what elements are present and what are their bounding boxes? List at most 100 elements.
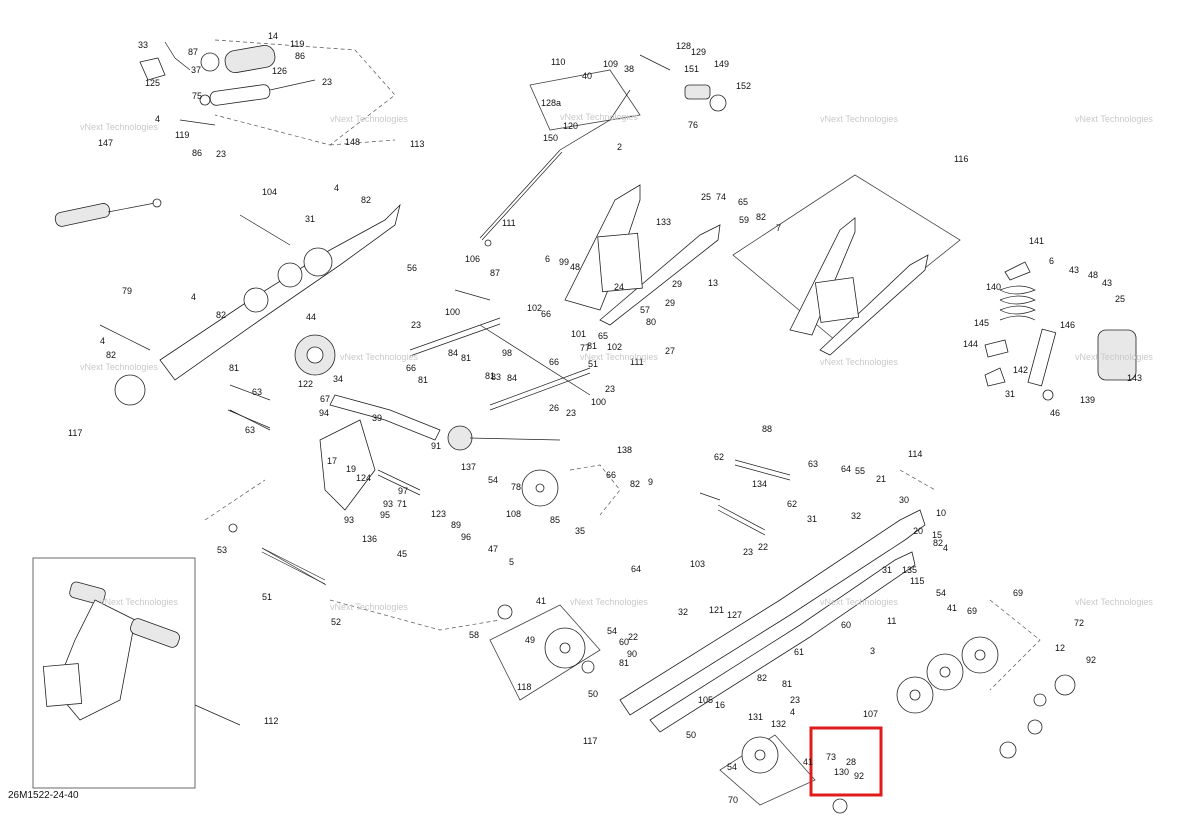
callout-127: 127 <box>727 610 742 620</box>
callout-104: 104 <box>262 187 277 197</box>
callout-115: 115 <box>910 576 924 586</box>
callout-130: 130 <box>834 767 849 777</box>
callout-136: 136 <box>362 534 377 544</box>
callout-38: 38 <box>624 64 634 74</box>
callout-81: 81 <box>461 353 471 363</box>
callout-17: 17 <box>327 456 337 466</box>
callout-51: 51 <box>588 359 598 369</box>
callout-43: 43 <box>1102 278 1112 288</box>
callout-23: 23 <box>566 408 576 418</box>
callout-23: 23 <box>322 77 332 87</box>
callout-35: 35 <box>575 526 585 536</box>
callout-37: 37 <box>191 65 201 75</box>
callout-110: 110 <box>551 57 565 67</box>
callout-58: 58 <box>469 630 479 640</box>
callout-32: 32 <box>678 607 688 617</box>
callout-138: 138 <box>617 445 632 455</box>
callout-152: 152 <box>736 81 751 91</box>
callout-124: 124 <box>356 473 371 483</box>
callout-151: 151 <box>684 64 699 74</box>
callout-59: 59 <box>739 215 749 225</box>
callout-61: 61 <box>794 647 804 657</box>
callout-15: 15 <box>932 530 942 540</box>
callout-66: 66 <box>406 363 416 373</box>
callout-111: 111 <box>630 357 644 367</box>
callout-99: 99 <box>559 257 569 267</box>
callout-48: 48 <box>570 262 580 272</box>
idler-wheels <box>497 604 1076 814</box>
callout-7: 7 <box>776 223 781 233</box>
callout-97: 97 <box>398 486 408 496</box>
callout-39: 39 <box>372 413 382 423</box>
highlight-box <box>809 726 883 797</box>
watermark-text: vNext Technologies <box>820 114 898 124</box>
callout-23: 23 <box>790 695 800 705</box>
watermark-text: vNext Technologies <box>570 597 648 607</box>
callout-31: 31 <box>807 514 817 524</box>
callout-123: 123 <box>431 509 446 519</box>
callout-82: 82 <box>216 310 226 320</box>
callout-22: 22 <box>628 632 638 642</box>
callout-102: 102 <box>607 342 622 352</box>
callout-90: 90 <box>627 649 637 659</box>
callout-114: 114 <box>908 449 922 459</box>
callout-128a: 128a <box>541 98 561 108</box>
callout-109: 109 <box>603 59 618 69</box>
front-arm-113 <box>99 203 401 431</box>
callout-81: 81 <box>619 658 629 668</box>
watermark-text: vNext Technologies <box>820 357 898 367</box>
callout-3: 3 <box>870 646 875 656</box>
callout-87: 87 <box>490 268 500 278</box>
callout-28: 28 <box>846 757 856 767</box>
callout-12: 12 <box>1055 643 1065 653</box>
callout-149: 149 <box>714 59 729 69</box>
inset-box-112 <box>32 557 196 789</box>
callout-9: 9 <box>648 477 653 487</box>
callout-33: 33 <box>138 40 148 50</box>
callout-144: 144 <box>963 339 978 349</box>
callout-131: 131 <box>748 712 763 722</box>
callout-23: 23 <box>605 384 615 394</box>
callout-77: 77 <box>580 343 590 353</box>
callout-4: 4 <box>334 183 339 193</box>
callout-75: 75 <box>192 91 202 101</box>
rear-arm-116 <box>789 217 929 356</box>
callout-57: 57 <box>640 305 650 315</box>
callout-129: 129 <box>691 47 706 57</box>
callout-23: 23 <box>411 320 421 330</box>
callout-40: 40 <box>582 71 592 81</box>
watermark-layer: vNext Technologies vNext Technologies vNex… <box>80 112 1153 612</box>
callout-63: 63 <box>808 459 818 469</box>
callout-89: 89 <box>451 520 461 530</box>
callout-41: 41 <box>803 757 813 767</box>
callout-66: 66 <box>549 357 559 367</box>
callout-119: 119 <box>175 130 189 140</box>
callout-45: 45 <box>397 549 407 559</box>
callout-150: 150 <box>543 133 558 143</box>
callout-13: 13 <box>708 278 718 288</box>
callout-29: 29 <box>672 279 682 289</box>
callout-66: 66 <box>606 470 616 480</box>
callout-122: 122 <box>298 379 313 389</box>
callout-126: 126 <box>272 66 287 76</box>
callout-137: 137 <box>461 462 476 472</box>
callout-65: 65 <box>738 197 748 207</box>
callout-81: 81 <box>485 371 495 381</box>
callout-20: 20 <box>913 526 923 536</box>
callout-62: 62 <box>787 499 797 509</box>
cable-group-150 <box>559 54 727 151</box>
callout-41: 41 <box>536 596 546 606</box>
callout-29: 29 <box>665 298 675 308</box>
callout-82: 82 <box>757 673 767 683</box>
callout-71: 71 <box>397 499 407 509</box>
callout-6: 6 <box>545 254 550 264</box>
callout-50: 50 <box>686 730 696 740</box>
callout-95: 95 <box>380 510 390 520</box>
callout-48: 48 <box>1088 270 1098 280</box>
callout-102: 102 <box>527 303 542 313</box>
callout-81: 81 <box>782 679 792 689</box>
callout-88: 88 <box>762 424 772 434</box>
callout-100: 100 <box>591 397 606 407</box>
callout-22: 22 <box>758 542 768 552</box>
